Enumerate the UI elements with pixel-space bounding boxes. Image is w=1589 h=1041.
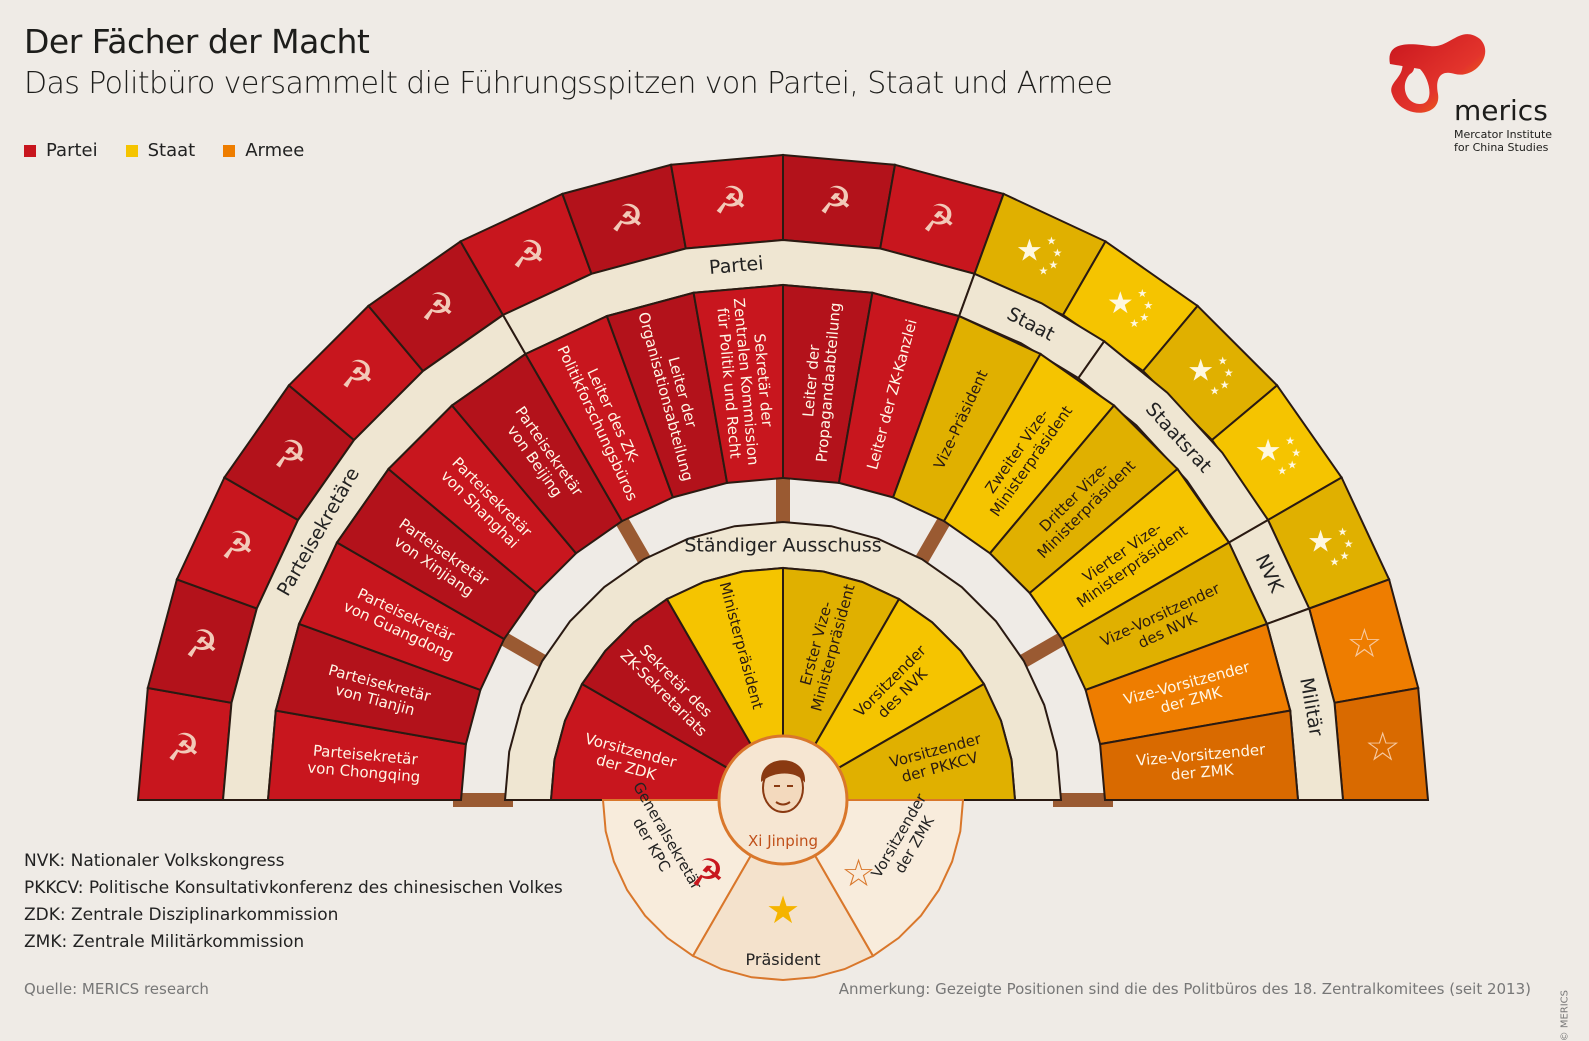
hammer-sickle-icon: ☭ — [713, 178, 747, 222]
small-star-icon: ★ — [1330, 556, 1340, 569]
position-armee — [1099, 709, 1300, 801]
small-star-icon: ★ — [1048, 258, 1058, 271]
xi-position-label: Präsident — [746, 950, 821, 969]
hammer-sickle-icon: ☭ — [184, 622, 218, 666]
hammer-sickle-icon: ☭ — [690, 851, 724, 895]
small-star-icon: ★ — [1277, 465, 1287, 478]
legend-item-partei: Partei — [24, 140, 98, 161]
copyright: © MERICS — [1559, 990, 1570, 1041]
small-star-icon: ★ — [1220, 378, 1230, 391]
hammer-sickle-icon: ☭ — [922, 197, 956, 241]
army-star-icon: ☆ — [1347, 621, 1383, 667]
page-title: Der Fächer der Macht — [24, 22, 370, 61]
stars-icon: ★ — [766, 888, 800, 932]
hammer-sickle-icon: ☭ — [610, 197, 644, 241]
band-label: Partei — [708, 252, 764, 279]
abbreviation: PKKCV: Politische Konsultativkonferenz d… — [24, 878, 563, 898]
connector-sticks — [453, 470, 1113, 807]
logo-line1: Mercator Institute — [1454, 128, 1553, 141]
five-stars-icon: ★ — [1255, 434, 1282, 469]
center-name: Xi Jinping — [748, 832, 818, 850]
legend-swatch-icon — [24, 144, 36, 157]
connector-stick — [1013, 628, 1073, 672]
logo-line2: for China Studies — [1454, 141, 1549, 154]
small-star-icon: ★ — [1046, 234, 1056, 247]
xi-jinping-face-icon — [760, 760, 806, 813]
abbreviation: NVK: Nationaler Volkskongress — [24, 851, 285, 871]
hammer-sickle-icon: ☭ — [512, 232, 546, 276]
small-star-icon: ★ — [1139, 311, 1149, 324]
army-star-icon: ☆ — [841, 851, 875, 895]
legend-label: Armee — [245, 140, 305, 161]
small-star-icon: ★ — [1338, 526, 1348, 539]
small-star-icon: ★ — [1137, 287, 1147, 300]
connector-stick — [611, 510, 655, 570]
band-label: Ständiger Ausschuss — [684, 535, 881, 557]
hammer-sickle-icon: ☭ — [166, 726, 200, 770]
small-star-icon: ★ — [1291, 447, 1301, 460]
legend-label: Partei — [46, 140, 98, 161]
five-stars-icon: ★ — [1107, 286, 1134, 321]
small-star-icon: ★ — [1224, 366, 1234, 379]
small-star-icon: ★ — [1218, 354, 1228, 367]
small-star-icon: ★ — [1344, 538, 1354, 551]
hammer-sickle-icon: ☭ — [818, 178, 852, 222]
legend-swatch-icon — [125, 144, 138, 157]
abbreviation: ZDK: Zentrale Disziplinarkommission — [24, 905, 339, 925]
small-star-icon: ★ — [1340, 550, 1350, 563]
small-star-icon: ★ — [1287, 459, 1297, 472]
small-star-icon: ★ — [1038, 264, 1048, 277]
merics-logo-icon — [1389, 34, 1486, 113]
five-stars-icon: ★ — [1187, 353, 1214, 388]
outer-fan: ☭☭☭☭☭☭☭☭☭☭☭★★★★★★★★★★★★★★★★★★★★★★★★★☆☆Pa… — [136, 153, 1430, 801]
page-subtitle: Das Politbüro versammelt die Führungsspi… — [24, 66, 1113, 101]
small-star-icon: ★ — [1210, 384, 1220, 397]
hammer-sickle-icon: ☭ — [340, 352, 374, 396]
small-star-icon: ★ — [1129, 317, 1139, 330]
five-stars-icon: ★ — [1307, 525, 1334, 560]
xi-jinping-medallion: Xi Jinping — [717, 734, 849, 866]
legend-item-staat: Staat — [125, 140, 196, 161]
source-note: Quelle: MERICS research — [24, 980, 209, 998]
legend-swatch-icon — [223, 144, 236, 157]
small-star-icon: ★ — [1285, 435, 1295, 448]
small-star-icon: ★ — [1052, 246, 1062, 259]
abbreviation-list: NVK: Nationaler Volkskongress PKKCV: Pol… — [24, 848, 563, 956]
connector-stick — [911, 510, 955, 570]
connector-stick — [493, 628, 553, 672]
hammer-sickle-icon: ☭ — [273, 433, 307, 477]
position-label-line: der ZMK — [1170, 760, 1235, 784]
footnote: Anmerkung: Gezeigte Positionen sind die … — [838, 980, 1531, 998]
legend-item-armee: Armee — [223, 140, 304, 161]
small-star-icon: ★ — [1143, 299, 1153, 312]
legend-label: Staat — [147, 140, 196, 161]
legend: Partei Staat Armee — [24, 140, 304, 161]
hammer-sickle-icon: ☭ — [220, 524, 254, 568]
abbreviation: ZMK: Zentrale Militärkommission — [24, 932, 305, 952]
logo-name: merics — [1454, 94, 1548, 127]
army-star-icon: ☆ — [1365, 725, 1401, 771]
five-stars-icon: ★ — [1016, 233, 1043, 268]
hammer-sickle-icon: ☭ — [421, 285, 455, 329]
